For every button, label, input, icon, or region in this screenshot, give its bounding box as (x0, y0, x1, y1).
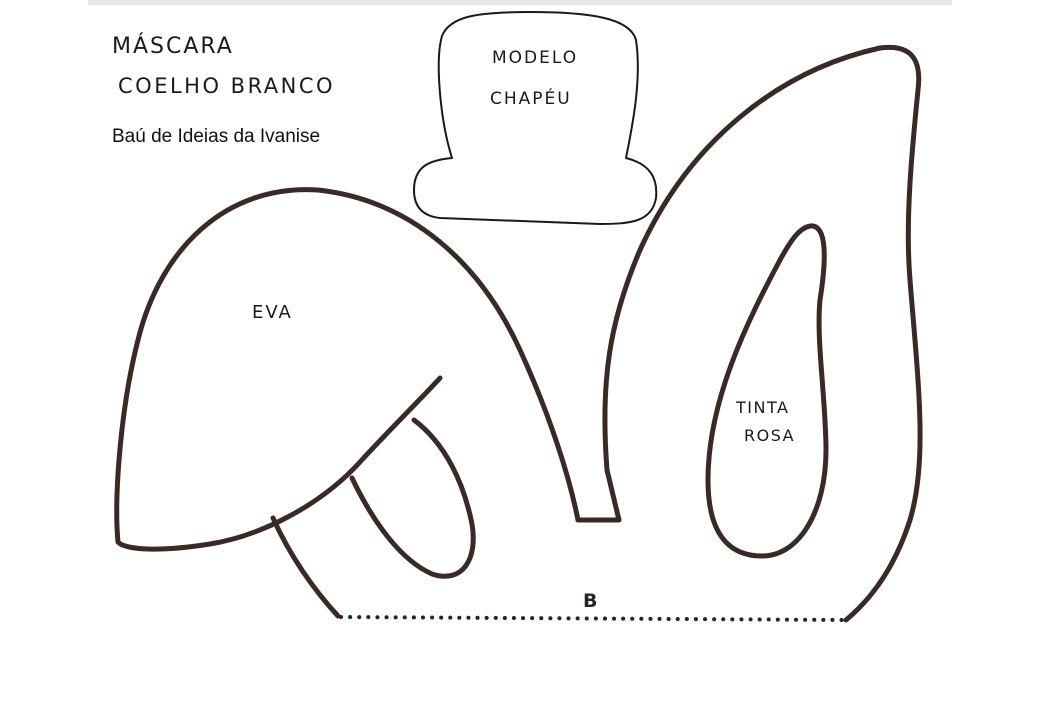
left-ear-outline (114, 187, 581, 552)
right-ear-inner-outline (705, 223, 829, 559)
title-line-1: MÁSCARA (112, 34, 234, 59)
left-ear-stem (270, 515, 341, 619)
title-line-2: COELHO BRANCO (118, 74, 336, 98)
inner-ear-label-line-1: TINTA (736, 398, 790, 417)
inner-ear-label-line-2: ROSA (744, 426, 796, 445)
left-ear-label: EVA (252, 302, 293, 323)
fold-line-label: B (583, 590, 598, 612)
hat-outline (413, 11, 658, 225)
right-ear-outline (602, 44, 923, 623)
center-tab-outline (575, 467, 622, 523)
left-ear-inner-outline (349, 417, 476, 579)
top-edge-rule (88, 0, 952, 5)
hat-label-line-2: CHAPÉU (490, 89, 572, 109)
fold-dotted-line (339, 615, 850, 622)
hat-label-line-1: MODELO (492, 48, 579, 68)
credit-text: Baú de Ideias da Ivanise (112, 126, 321, 147)
